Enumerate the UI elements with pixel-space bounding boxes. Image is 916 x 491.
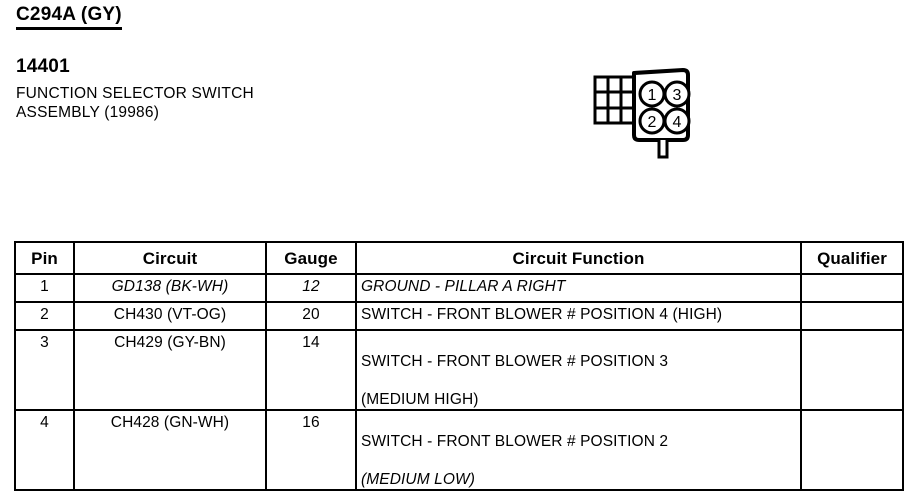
- table-row: 4 CH428 (GN-WH) 16 SWITCH - FRONT BLOWER…: [14, 409, 904, 491]
- table-row: 3 CH429 (GY-BN) 14 SWITCH - FRONT BLOWER…: [14, 329, 904, 411]
- table-row: 1 GD138 (BK-WH) 12 GROUND - PILLAR A RIG…: [14, 273, 904, 303]
- cell-pin: 2: [14, 301, 75, 331]
- part-description: FUNCTION SELECTOR SWITCH ASSEMBLY (19986…: [16, 85, 254, 121]
- cell-pin: 4: [14, 409, 75, 491]
- cell-circuit-function: SWITCH - FRONT BLOWER # POSITION 4 (HIGH…: [355, 301, 802, 331]
- cell-circuit-function: SWITCH - FRONT BLOWER # POSITION 2 (MEDI…: [355, 409, 802, 491]
- cell-circuit: CH429 (GY-BN): [73, 329, 267, 411]
- cell-gauge: 16: [265, 409, 357, 491]
- part-number: 14401: [16, 56, 70, 77]
- connector-pin-3: 3: [663, 80, 691, 108]
- pin-2-label: 2: [648, 114, 657, 131]
- connector-pin-1: 1: [638, 80, 666, 108]
- connector-id-title: C294A (GY): [16, 4, 122, 30]
- pin-3-label: 3: [673, 87, 682, 104]
- connector-diagram: 1 3 2 4: [588, 56, 718, 171]
- connector-pin-2: 2: [638, 107, 666, 135]
- table-body: 1 GD138 (BK-WH) 12 GROUND - PILLAR A RIG…: [14, 273, 904, 491]
- cell-qualifier: [800, 329, 904, 411]
- cell-pin: 3: [14, 329, 75, 411]
- connector-keying-grid: [593, 75, 636, 125]
- column-header-circuit: Circuit: [73, 241, 267, 275]
- pin-table-container: Pin Circuit Gauge Circuit Function Quali…: [14, 241, 904, 491]
- cell-circuit: CH428 (GN-WH): [73, 409, 267, 491]
- pin-4-label: 4: [673, 114, 682, 131]
- cell-qualifier: [800, 409, 904, 491]
- cell-circuit: GD138 (BK-WH): [73, 273, 267, 303]
- connector-pin-4: 4: [663, 107, 691, 135]
- cell-circuit-function: GROUND - PILLAR A RIGHT: [355, 273, 802, 303]
- cell-gauge: 14: [265, 329, 357, 411]
- cell-circuit: CH430 (VT-OG): [73, 301, 267, 331]
- table-row: 2 CH430 (VT-OG) 20 SWITCH - FRONT BLOWER…: [14, 301, 904, 331]
- column-header-function: Circuit Function: [355, 241, 802, 275]
- pin-1-label: 1: [648, 87, 657, 104]
- column-header-qualifier: Qualifier: [800, 241, 904, 275]
- cell-gauge: 20: [265, 301, 357, 331]
- cell-qualifier: [800, 301, 904, 331]
- column-header-pin: Pin: [14, 241, 75, 275]
- cell-pin: 1: [14, 273, 75, 303]
- cell-gauge: 12: [265, 273, 357, 303]
- function-line-1: SWITCH - FRONT BLOWER # POSITION 3: [361, 353, 669, 370]
- table-header-row: Pin Circuit Gauge Circuit Function Quali…: [14, 241, 904, 275]
- cell-qualifier: [800, 273, 904, 303]
- function-line-2: (MEDIUM HIGH): [361, 391, 479, 408]
- column-header-gauge: Gauge: [265, 241, 357, 275]
- pin-table: Pin Circuit Gauge Circuit Function Quali…: [14, 241, 904, 491]
- cell-circuit-function: SWITCH - FRONT BLOWER # POSITION 3 (MEDI…: [355, 329, 802, 411]
- connector-locking-tab: [657, 140, 669, 159]
- function-line-1: SWITCH - FRONT BLOWER # POSITION 2: [361, 433, 669, 450]
- function-line-2: (MEDIUM LOW): [361, 471, 475, 488]
